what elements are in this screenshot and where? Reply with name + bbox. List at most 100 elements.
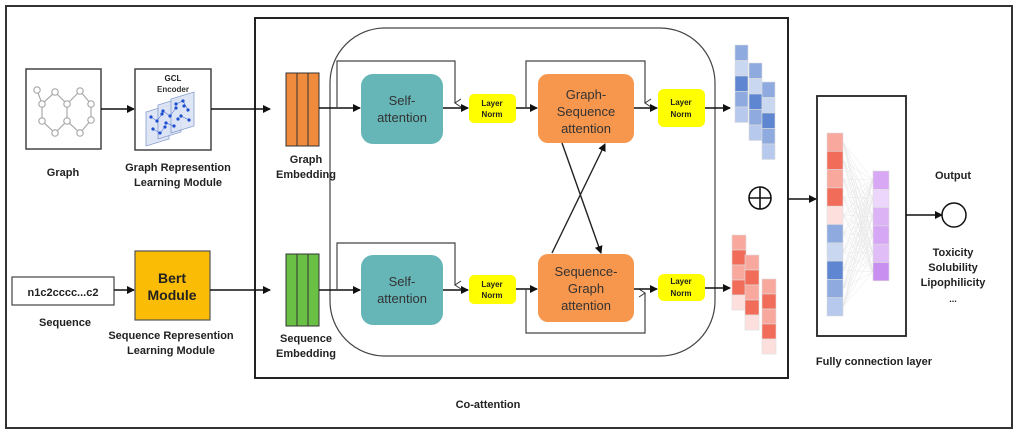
sequence-input-label: Sequence [39,317,91,329]
fc-output-cell [872,262,890,282]
graph-output-cell [761,143,776,160]
layer-norm-bottom-1-line-1: Layer [481,280,502,289]
graph-output-cell [748,62,763,79]
gcl-encoder-title-1: GCL [165,74,182,83]
fc-input-cell [826,151,844,170]
graph-output-cell [748,124,763,141]
sequence-output-cell [744,254,760,271]
graph-embedding-label-2: Embedding [276,169,336,181]
fc-connection-line [842,180,874,289]
output-target-3: ... [949,294,957,304]
layer-norm-bottom-2-line-2: Norm [671,289,692,298]
self-attention-top-box: Self- attention [361,74,443,144]
fc-input-cell [826,205,844,225]
fc-connection-line [842,180,874,234]
fc-connection-line [842,198,874,307]
fc-input-cell [826,224,844,244]
layer-norm-bottom-2: Layer Norm [658,274,705,301]
sequence-output-cell [761,278,777,295]
graph-output-cell [748,78,763,95]
graph-input-box [25,68,102,150]
fc-connection-line [842,216,874,307]
sequence-input-box: n1c2cccc...c2 [11,276,115,306]
fc-output-cell [872,243,890,263]
cross-arrow-seq-to-graph [551,143,606,254]
co-attention-frame [254,17,789,379]
co-attention-label: Co-attention [456,399,521,411]
graph-output-cell [761,112,776,129]
fc-input-cell [826,260,844,280]
sequence-embedding-label-1: Sequence [280,333,332,345]
sequence-embedding-block [285,253,320,327]
fc-input-cell [826,242,844,262]
self-attention-bottom-line-2: attention [377,291,427,306]
fc-input-cell [826,132,844,152]
layer-norm-bottom-1: Layer Norm [469,275,516,304]
sequence-output-cell [731,234,747,251]
molecule-graph-icon [33,86,95,137]
sequence-output-cell [731,264,747,281]
graph-seq-line-1: Graph- [566,87,606,102]
self-attention-bottom-line-1: Self- [389,274,416,289]
layer-norm-top-1-line-1: Layer [481,99,502,108]
fc-input-cell [826,187,844,207]
output-target-1: Solubility [928,262,978,274]
fc-connection-line [842,141,874,181]
sequence-output-cell [761,308,777,325]
fc-input-vector [826,132,844,317]
gcl-encoder-title-2: Encoder [157,85,189,94]
sequence-embedding-label-2: Embedding [276,348,336,360]
bert-module-line-2: Module [148,287,197,303]
fc-input-cell [826,279,844,298]
graph-embedding-label-1: Graph [290,154,323,166]
fc-connection-line [842,179,874,216]
sequence-input-value: n1c2cccc...c2 [28,287,99,299]
fc-connection-line [842,253,874,307]
seq-graph-line-3: attention [561,298,611,313]
fc-output-cell [872,207,890,227]
output-node [941,202,967,228]
self-attention-bottom-box: Self- attention [361,255,443,325]
sequence-residual-1 [336,242,462,290]
sequence-output-cell [761,323,777,340]
layer-norm-top-2-line-2: Norm [671,110,692,119]
seq-graph-line-1: Sequence- [555,264,618,279]
sequence-output-cell [761,293,777,310]
graph-seq-line-3: attention [561,121,611,136]
bert-module-box: Bert Module [134,250,211,321]
concat-icon [748,186,772,210]
graph-output-cell [734,60,749,77]
fc-connection-line [842,179,874,198]
fc-connection-line [842,178,874,181]
layer-norm-top-2-line-1: Layer [670,98,691,107]
layer-norm-bottom-1-line-2: Norm [482,291,503,300]
graph-output-cell [748,109,763,126]
fc-output-cell [872,170,890,190]
self-attention-top-line-1: Self- [389,93,416,108]
sequence-module-label-2: Learning Module [127,345,215,357]
sequence-output-cell [744,284,760,301]
seq-graph-line-2: Graph [568,281,604,296]
graph-output-cell [734,106,749,123]
sequence-output-cell [731,249,747,266]
fc-layer-label: Fully connection layer [816,356,933,368]
graph-output-cell [734,75,749,92]
fc-connection-line [842,180,874,271]
sequence-output-cell [731,294,747,311]
graph-output-cell [748,93,763,110]
fc-connection-line [842,271,874,308]
graph-module-label-1: Graph Represention [125,162,231,174]
gcl-layers-icon [145,91,195,147]
graph-output-cell [761,128,776,145]
fc-connection-line [842,180,874,253]
fc-input-cell [826,297,844,317]
graph-residual-2 [525,60,652,108]
fc-connection-line [842,160,874,181]
sequence-output-cell [731,279,747,296]
graph-output-cell [761,97,776,114]
sequence-output-cell [744,299,760,316]
graph-output-embeddings [734,44,776,160]
layer-norm-top-2: Layer Norm [658,89,705,127]
sequence-graph-attention-box: Sequence- Graph attention [538,254,634,322]
self-attention-top-line-2: attention [377,110,427,125]
